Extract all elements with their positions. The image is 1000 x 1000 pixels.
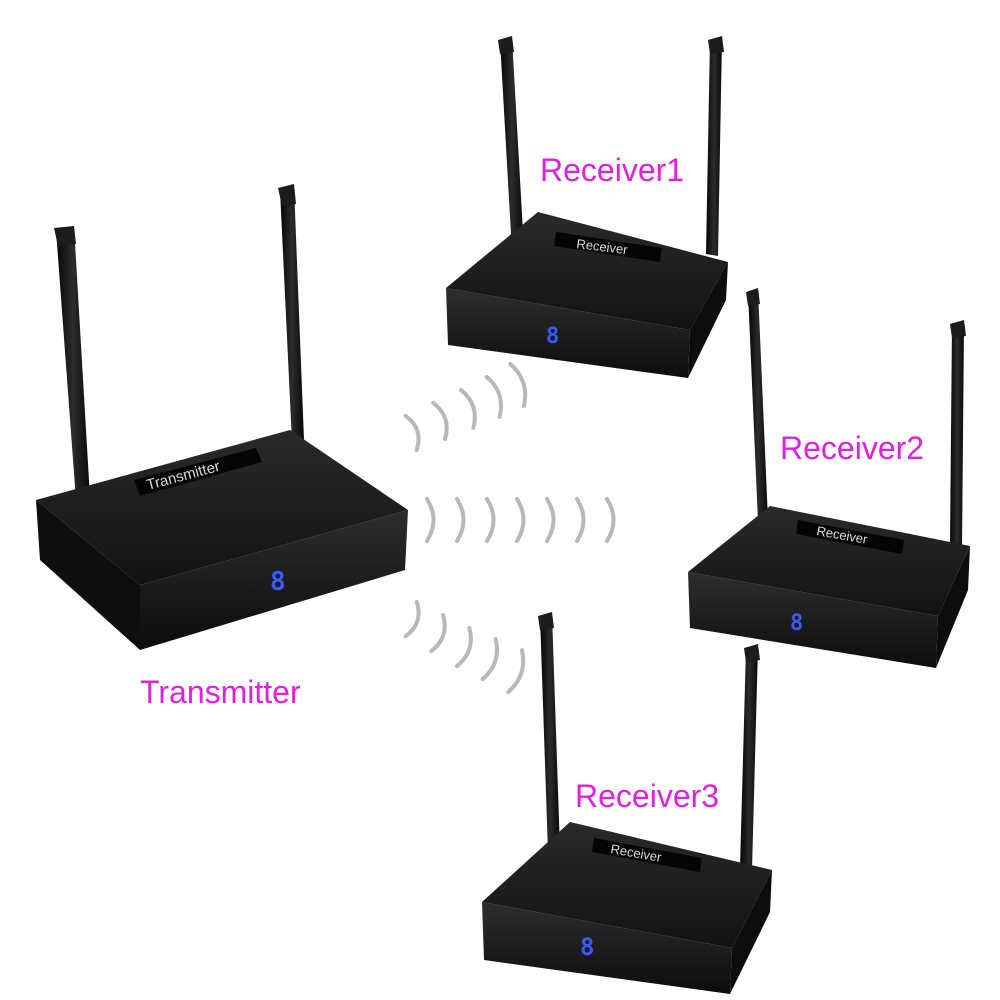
signal-arc <box>605 497 616 543</box>
label-plate <box>796 520 904 554</box>
signal-arc <box>484 374 504 419</box>
led-display: 8 <box>546 324 559 349</box>
signal-arc <box>403 413 421 453</box>
signal-arc <box>429 613 447 654</box>
label-plate <box>592 838 702 872</box>
device-top <box>446 212 728 330</box>
signal-arc <box>431 400 449 441</box>
signal-arc <box>485 497 496 543</box>
device-top <box>482 822 772 948</box>
receiver2-caption: Receiver2 <box>780 430 925 466</box>
label-plate <box>554 232 662 262</box>
device-side <box>730 870 772 994</box>
signal-arc <box>425 497 436 543</box>
signal-arc <box>455 497 466 543</box>
device-side <box>936 546 970 668</box>
device-front <box>688 572 938 668</box>
signal-arc <box>508 362 528 408</box>
antenna-icon <box>746 288 768 522</box>
device-top <box>36 430 408 585</box>
signal-arc <box>515 497 526 543</box>
signal-arc <box>458 387 477 430</box>
antenna-icon <box>950 320 966 548</box>
device-side <box>688 262 728 378</box>
plate-label: Receiver <box>576 236 629 257</box>
antenna-icon <box>740 644 760 870</box>
device-side <box>36 500 140 650</box>
signal-arc <box>403 599 421 639</box>
antenna-icon <box>498 36 524 252</box>
transmitter-device: Transmitter 8 <box>36 184 408 650</box>
signal-arc <box>506 648 526 694</box>
transmitter-caption: Transmitter <box>140 674 301 710</box>
led-display: 8 <box>580 933 594 961</box>
antenna-icon <box>706 36 724 256</box>
wireless-signal-arcs-icon <box>403 362 616 694</box>
signal-arc <box>454 626 473 669</box>
label-plate <box>134 448 262 496</box>
receiver3-caption: Receiver3 <box>575 778 720 814</box>
led-display: 8 <box>790 611 803 636</box>
receiver3-device: Receiver 8 <box>482 612 772 994</box>
signal-arc <box>545 497 556 543</box>
receiver1-caption: Receiver1 <box>540 152 685 188</box>
device-front <box>446 288 690 378</box>
signal-arc <box>575 497 586 543</box>
device-top <box>688 506 970 616</box>
signal-arc <box>480 637 500 682</box>
antenna-icon <box>54 226 90 500</box>
receiver2-device: Receiver 8 <box>688 288 970 668</box>
device-front <box>140 510 408 650</box>
antenna-icon <box>538 612 560 852</box>
led-display: 8 <box>270 567 286 597</box>
antenna-icon <box>278 184 304 442</box>
receiver1-device: Receiver 8 <box>446 36 728 378</box>
device-front <box>482 902 732 994</box>
